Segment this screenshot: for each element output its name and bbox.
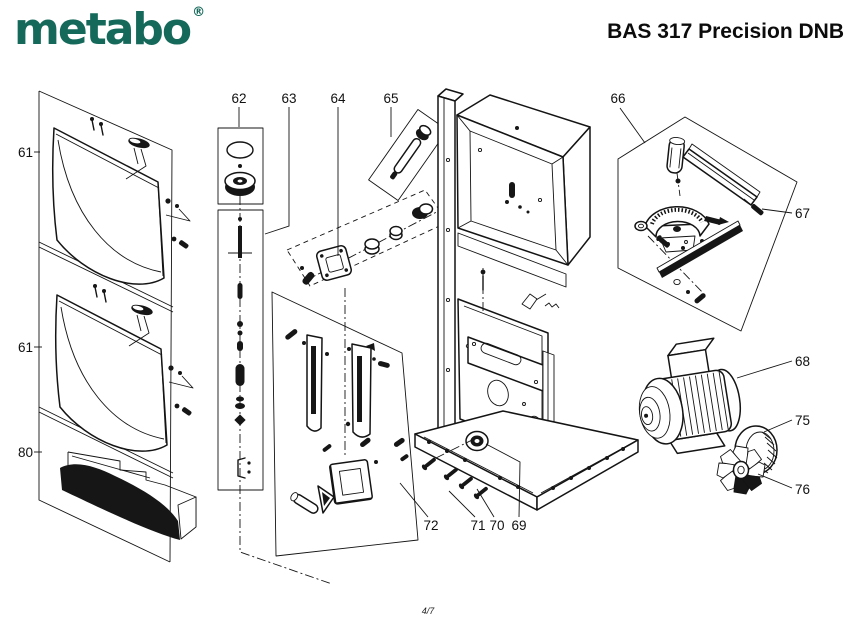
callout-71: 71 bbox=[470, 518, 485, 533]
page-title: BAS 317 Precision DNB bbox=[607, 20, 844, 43]
part-64-shaft-assembly bbox=[286, 189, 449, 287]
callout-61-lower: 61 bbox=[18, 340, 33, 355]
part-65-lever-box bbox=[368, 109, 448, 201]
callout-76: 76 bbox=[795, 482, 810, 497]
registered-trademark-symbol: ® bbox=[192, 5, 206, 20]
callout-numbers: 61 61 80 62 63 64 65 66 67 68 75 76 72 7… bbox=[18, 91, 810, 533]
callout-61-upper: 61 bbox=[18, 145, 33, 160]
callout-65: 65 bbox=[383, 91, 398, 106]
callout-64: 64 bbox=[330, 91, 346, 106]
blade-guard-assembly bbox=[271, 288, 419, 557]
callout-leader-lines bbox=[34, 107, 793, 518]
page-number: 4/7 bbox=[421, 606, 435, 616]
fan-impeller-drawing bbox=[716, 445, 766, 495]
base-mounting-screws bbox=[421, 439, 488, 500]
callout-63: 63 bbox=[281, 91, 296, 106]
base-plate bbox=[414, 410, 639, 511]
part-62-box bbox=[217, 127, 264, 205]
miter-gauge-assembly bbox=[617, 116, 798, 332]
callout-66: 66 bbox=[610, 91, 625, 106]
chip-tray bbox=[60, 451, 197, 540]
miter-rail-bar bbox=[656, 220, 743, 278]
callout-68: 68 bbox=[795, 354, 810, 369]
part-63-box-and-shaft-parts bbox=[217, 196, 333, 585]
guard-plate-left bbox=[306, 334, 323, 432]
miter-fence-bar bbox=[682, 143, 761, 206]
callout-80: 80 bbox=[18, 445, 33, 460]
metabo-logo-text: metabo bbox=[14, 4, 192, 55]
callout-69: 69 bbox=[511, 518, 526, 533]
door-panel-lower bbox=[55, 283, 194, 452]
callout-62: 62 bbox=[231, 91, 246, 106]
metabo-logo: metabo® bbox=[14, 6, 205, 52]
callout-72: 72 bbox=[423, 518, 438, 533]
tension-lever-frame bbox=[329, 459, 373, 505]
callout-70: 70 bbox=[489, 518, 504, 533]
callout-67: 67 bbox=[795, 206, 810, 221]
callout-75: 75 bbox=[795, 413, 810, 428]
guard-plate-right bbox=[351, 343, 375, 438]
motor-drawing bbox=[638, 337, 742, 455]
